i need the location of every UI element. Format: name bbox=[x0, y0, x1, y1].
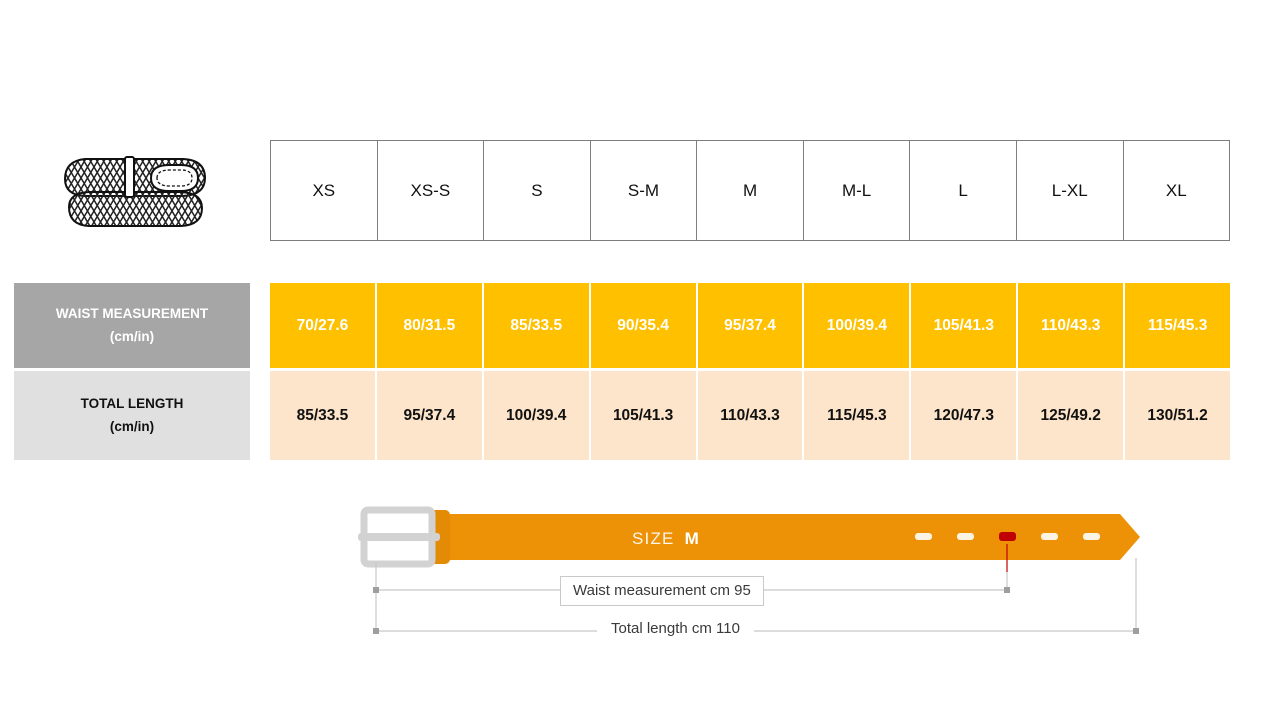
waist-measurement-label: WAIST MEASUREMENT (cm/in) bbox=[14, 283, 250, 368]
size-header-table: XS XS-S S S-M M M-L L L-XL XL bbox=[270, 140, 1230, 241]
waist-value-m-l: 100/39.4 bbox=[804, 283, 912, 368]
belt-hole-active bbox=[999, 532, 1016, 541]
total-value-l-xl: 125/49.2 bbox=[1018, 371, 1126, 460]
waist-value-xl: 115/45.3 bbox=[1125, 283, 1231, 368]
waist-value-l-xl: 110/43.3 bbox=[1018, 283, 1126, 368]
waist-value-l: 105/41.3 bbox=[911, 283, 1019, 368]
waist-value-s-m: 90/35.4 bbox=[590, 283, 698, 368]
size-header-cell-xl: XL bbox=[1165, 180, 1187, 200]
total-value-m-l: 115/45.3 bbox=[804, 371, 912, 460]
total-value-xs-s: 95/37.4 bbox=[376, 371, 484, 460]
size-header-cell-s: S bbox=[484, 141, 591, 240]
waist-label-main: WAIST MEASUREMENT bbox=[55, 306, 209, 322]
belt-hole bbox=[1041, 533, 1058, 540]
braided-belt-icon bbox=[63, 156, 207, 227]
belt-size-callout: SIZE M bbox=[632, 529, 699, 549]
size-header-cell-s-m: S-M bbox=[591, 141, 698, 240]
size-header-cell-xs-s: XS-S bbox=[378, 141, 485, 240]
row-gap bbox=[250, 371, 270, 460]
row-gap bbox=[250, 283, 270, 368]
belt-measurement-diagram bbox=[358, 506, 1140, 634]
total-value-xl: 130/51.2 bbox=[1125, 371, 1231, 460]
belt-strap bbox=[412, 514, 1140, 560]
total-value-xs: 85/33.5 bbox=[270, 371, 377, 460]
waist-value-m: 95/37.4 bbox=[697, 283, 805, 368]
total-length-row: TOTAL LENGTH (cm/in) 85/33.5 95/37.4 100… bbox=[14, 371, 1231, 460]
belt-size-value: M bbox=[684, 529, 699, 548]
waist-measurement-row: WAIST MEASUREMENT (cm/in) 70/27.6 80/31.… bbox=[14, 283, 1231, 368]
waist-value-xs-s: 80/31.5 bbox=[376, 283, 484, 368]
size-header-cell-m: M bbox=[697, 141, 804, 240]
total-value-m: 110/43.3 bbox=[697, 371, 805, 460]
total-value-s-m: 105/41.3 bbox=[590, 371, 698, 460]
size-header-cell-l-xl: L-XL bbox=[1017, 141, 1124, 240]
waist-value-track: 70/27.6 80/31.5 85/33.5 90/35.4 95/37.4 … bbox=[270, 283, 1231, 368]
size-header-cell-xs: XS bbox=[271, 141, 378, 240]
waist-value-xs: 70/27.6 bbox=[270, 283, 377, 368]
total-value-track: 85/33.5 95/37.4 100/39.4 105/41.3 110/43… bbox=[270, 371, 1231, 460]
total-label-unit: (cm/in) bbox=[109, 418, 155, 434]
buckle-prong bbox=[358, 533, 440, 541]
waist-value-s: 85/33.5 bbox=[483, 283, 591, 368]
total-value-s: 100/39.4 bbox=[483, 371, 591, 460]
size-header-cell-m-l: M-L bbox=[804, 141, 911, 240]
belt-hole bbox=[957, 533, 974, 540]
waist-label-unit: (cm/in) bbox=[109, 328, 155, 344]
size-header-cell-l: L bbox=[910, 141, 1017, 240]
total-dimension-label: Total length cm 110 bbox=[597, 618, 754, 639]
total-length-label: TOTAL LENGTH (cm/in) bbox=[14, 371, 250, 460]
belt-size-word: SIZE bbox=[632, 529, 675, 548]
total-value-l: 120/47.3 bbox=[911, 371, 1019, 460]
belt-hole bbox=[1083, 533, 1100, 540]
waist-dimension-label: Waist measurement cm 95 bbox=[560, 576, 764, 606]
total-label-main: TOTAL LENGTH bbox=[80, 396, 184, 412]
belt-hole bbox=[915, 533, 932, 540]
